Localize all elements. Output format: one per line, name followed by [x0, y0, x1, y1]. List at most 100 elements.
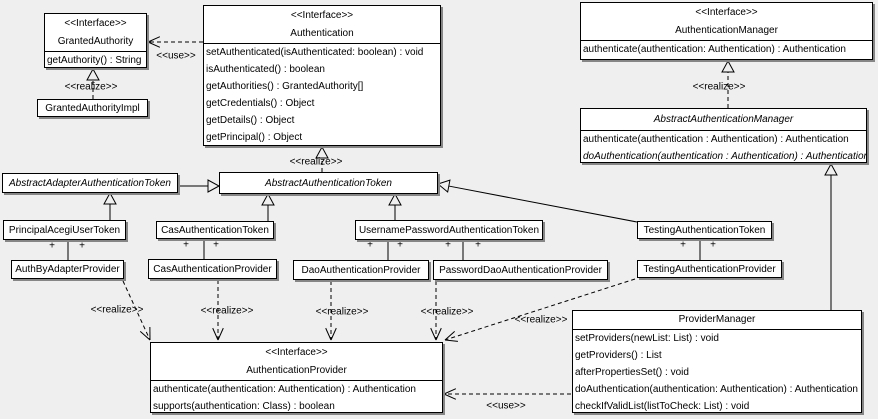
authentication-methods: setAuthenticated(isAuthenticated: boolea…	[204, 44, 440, 145]
realize-cas-open-arrowhead	[212, 327, 219, 341]
class-principal-acegi-user-token: PrincipalAcegiUserToken	[3, 220, 126, 240]
dao-authentication-provider-name: DaoAuthenticationProvider	[301, 264, 421, 276]
provider-manager-method: getProviders() : List	[575, 350, 662, 361]
realize-authbyadapter-open-arrowhead	[139, 331, 151, 341]
class-dao-authentication-provider: DaoAuthenticationProvider	[293, 260, 429, 280]
assoc-usernamepassword-dao-label: +	[367, 239, 373, 251]
provider-manager-method: checkIfValidList(listToCheck: List) : vo…	[575, 401, 750, 412]
assoc-usernamepassword-dao-label: +	[397, 239, 403, 251]
assoc-usernamepassword-passworddao-label: +	[475, 239, 481, 251]
realize-grantedauthorityimpl-triangle-arrowhead	[86, 67, 100, 81]
class-testing-authentication-provider: TestingAuthenticationProvider	[637, 260, 782, 278]
realize-abstractmanager-authenticationmanager-triangle-arrowhead	[721, 59, 735, 73]
authentication-provider-stereotype: <<Interface>>	[265, 347, 328, 358]
gen-usernamepassword-to-abstracttoken-triangle-arrowhead	[388, 192, 402, 206]
granted-authority-methods: getAuthority() : String	[45, 52, 146, 67]
authentication-method: isAuthenticated() : boolean	[206, 64, 325, 75]
class-password-dao-authentication-provider: PasswordDaoAuthenticationProvider	[433, 260, 608, 280]
realize-passworddao-open-arrowhead	[430, 327, 437, 341]
gen-abstractadapter-to-abstracttoken-triangle-arrowhead	[207, 179, 221, 193]
class-cas-authentication-token: CasAuthenticationToken	[156, 221, 274, 239]
testing-authentication-token-name: TestingAuthenticationToken	[643, 224, 766, 236]
abstract-authentication-manager-header: AbstractAuthenticationManager	[581, 109, 866, 131]
gen-cas-to-abstracttoken-triangle-arrowhead	[261, 192, 275, 206]
authentication-name: Authentication	[290, 28, 354, 39]
realize-dao-open-arrowhead	[330, 327, 337, 341]
realize-abstracttoken-authentication-triangle-arrowhead	[315, 145, 329, 159]
principal-acegi-user-token-name: PrincipalAcegiUserToken	[8, 224, 121, 236]
use-providermanager-authenticationprovider-label: <<use>>	[486, 400, 526, 412]
cas-authentication-provider-name: CasAuthenticationProvider	[153, 263, 272, 275]
use-authentication-grantedauthority-open-arrowhead	[147, 36, 161, 43]
authentication-manager-header: <<Interface>> AuthenticationManager	[581, 3, 872, 41]
assoc-usernamepassword-passworddao-label: +	[445, 239, 451, 251]
provider-manager-method: doAuthentication(authentication: Authent…	[575, 384, 858, 395]
realize-abstracttoken-authentication-label: <<realize>>	[289, 156, 343, 168]
authentication-manager-methods: authenticate(authentication: Authenticat…	[581, 41, 872, 58]
granted-authority-method: getAuthority() : String	[47, 55, 142, 66]
authentication-manager-stereotype: <<Interface>>	[695, 7, 758, 18]
testing-authentication-provider-name: TestingAuthenticationProvider	[643, 263, 776, 275]
class-granted-authority-impl: GrantedAuthorityImpl	[37, 99, 148, 117]
authentication-method: getCredentials() : Object	[206, 98, 315, 109]
realize-grantedauthorityimpl-label: <<realize>>	[64, 81, 118, 93]
assoc-principal-authbyadapter-label: +	[49, 240, 55, 252]
authentication-header: <<Interface>> Authentication	[204, 6, 440, 44]
provider-manager-header: ProviderManager	[573, 311, 861, 330]
realize-testing-open-arrowhead	[444, 330, 456, 341]
authentication-provider-method: authenticate(authentication: Authenticat…	[153, 384, 416, 395]
authentication-provider-header: <<Interface>> AuthenticationProvider	[151, 343, 442, 381]
auth-by-adapter-provider-name: AuthByAdapterProvider	[15, 264, 120, 275]
granted-authority-header: <<Interface>>GrantedAuthority	[45, 14, 146, 52]
class-authentication: <<Interface>> Authentication setAuthentica…	[203, 5, 441, 146]
granted-authority-stereotype: <<Interface>>	[64, 18, 127, 29]
gen-principal-to-abstractadapter-triangle-arrowhead	[103, 191, 117, 205]
password-dao-authentication-provider-name: PasswordDaoAuthenticationProvider	[439, 264, 602, 276]
authentication-method: getPrincipal() : Object	[206, 132, 303, 143]
class-abstract-adapter-authentication-token: AbstractAdapterAuthenticationToken	[2, 173, 178, 193]
assoc-principal-authbyadapter-label: +	[79, 240, 85, 252]
class-provider-manager: ProviderManager setProviders(newList: Lis…	[572, 310, 862, 413]
realize-passworddao-label: <<realize>>	[420, 306, 474, 318]
authentication-stereotype: <<Interface>>	[290, 10, 354, 21]
abstract-authentication-manager-methods: authenticate(authentication : Authentica…	[581, 131, 867, 162]
assoc-testing-label: +	[680, 239, 686, 251]
authentication-method: getDetails() : Object	[206, 115, 295, 126]
abstract-adapter-authentication-token-name: AbstractAdapterAuthenticationToken	[9, 177, 171, 189]
class-abstract-authentication-token: AbstractAuthenticationToken	[219, 172, 438, 194]
cas-authentication-token-name: CasAuthenticationToken	[161, 224, 269, 236]
use-authentication-grantedauthority-label: <<use>>	[156, 50, 196, 62]
provider-manager-methods: setProviders(newList: List) : void getPro…	[573, 330, 861, 412]
gen-testing-to-abstracttoken-triangle-arrowhead	[436, 179, 451, 193]
provider-manager-method: setProviders(newList: List) : void	[575, 333, 719, 344]
class-cas-authentication-provider: CasAuthenticationProvider	[148, 259, 277, 279]
provider-manager-name: ProviderManager	[678, 314, 756, 325]
abstract-authentication-token-name: AbstractAuthenticationToken	[265, 177, 392, 189]
class-abstract-authentication-manager: AbstractAuthenticationManager authenticat…	[580, 108, 867, 163]
authentication-manager-name: AuthenticationManager	[675, 25, 778, 36]
assoc-cas-label: +	[213, 239, 219, 251]
authentication-provider-name: AuthenticationProvider	[246, 365, 347, 376]
username-password-authentication-token-name: UsernamePasswordAuthenticationToken	[358, 224, 540, 236]
realize-dao-open-arrowhead	[325, 327, 332, 341]
realize-testing	[444, 278, 636, 341]
class-granted-authority: <<Interface>>GrantedAuthority getAuthorit…	[44, 13, 147, 68]
authentication-method: getAuthorities() : GrantedAuthority[]	[206, 81, 364, 92]
realize-passworddao-open-arrowhead	[435, 327, 442, 341]
realize-cas-open-arrowhead	[217, 327, 224, 341]
use-authentication-grantedauthority-open-arrowhead	[147, 41, 161, 48]
authentication-provider-methods: authenticate(authentication: Authenticat…	[151, 381, 442, 412]
class-authentication-provider: <<Interface>> AuthenticationProvider authe…	[150, 342, 443, 413]
realize-cas-label: <<realize>>	[200, 305, 254, 317]
realize-testing-label: <<realize>>	[514, 314, 568, 326]
abstract-authentication-manager-method: authenticate(authentication : Authentica…	[583, 134, 849, 145]
authentication-manager-method: authenticate(authentication: Authenticat…	[583, 44, 846, 55]
abstract-authentication-manager-method: doAuthentication(authentication : Authen…	[583, 151, 867, 162]
use-providermanager-authenticationprovider-open-arrowhead	[443, 393, 457, 400]
authentication-provider-method: supports(authentication: Class) : boolea…	[153, 401, 335, 412]
realize-abstractmanager-authenticationmanager-label: <<realize>>	[692, 81, 746, 93]
class-testing-authentication-token: TestingAuthenticationToken	[637, 221, 772, 239]
realize-authbyadapter-label: <<realize>>	[90, 304, 144, 316]
gen-providermanager-to-abstractmanager-triangle-arrowhead	[824, 162, 838, 176]
